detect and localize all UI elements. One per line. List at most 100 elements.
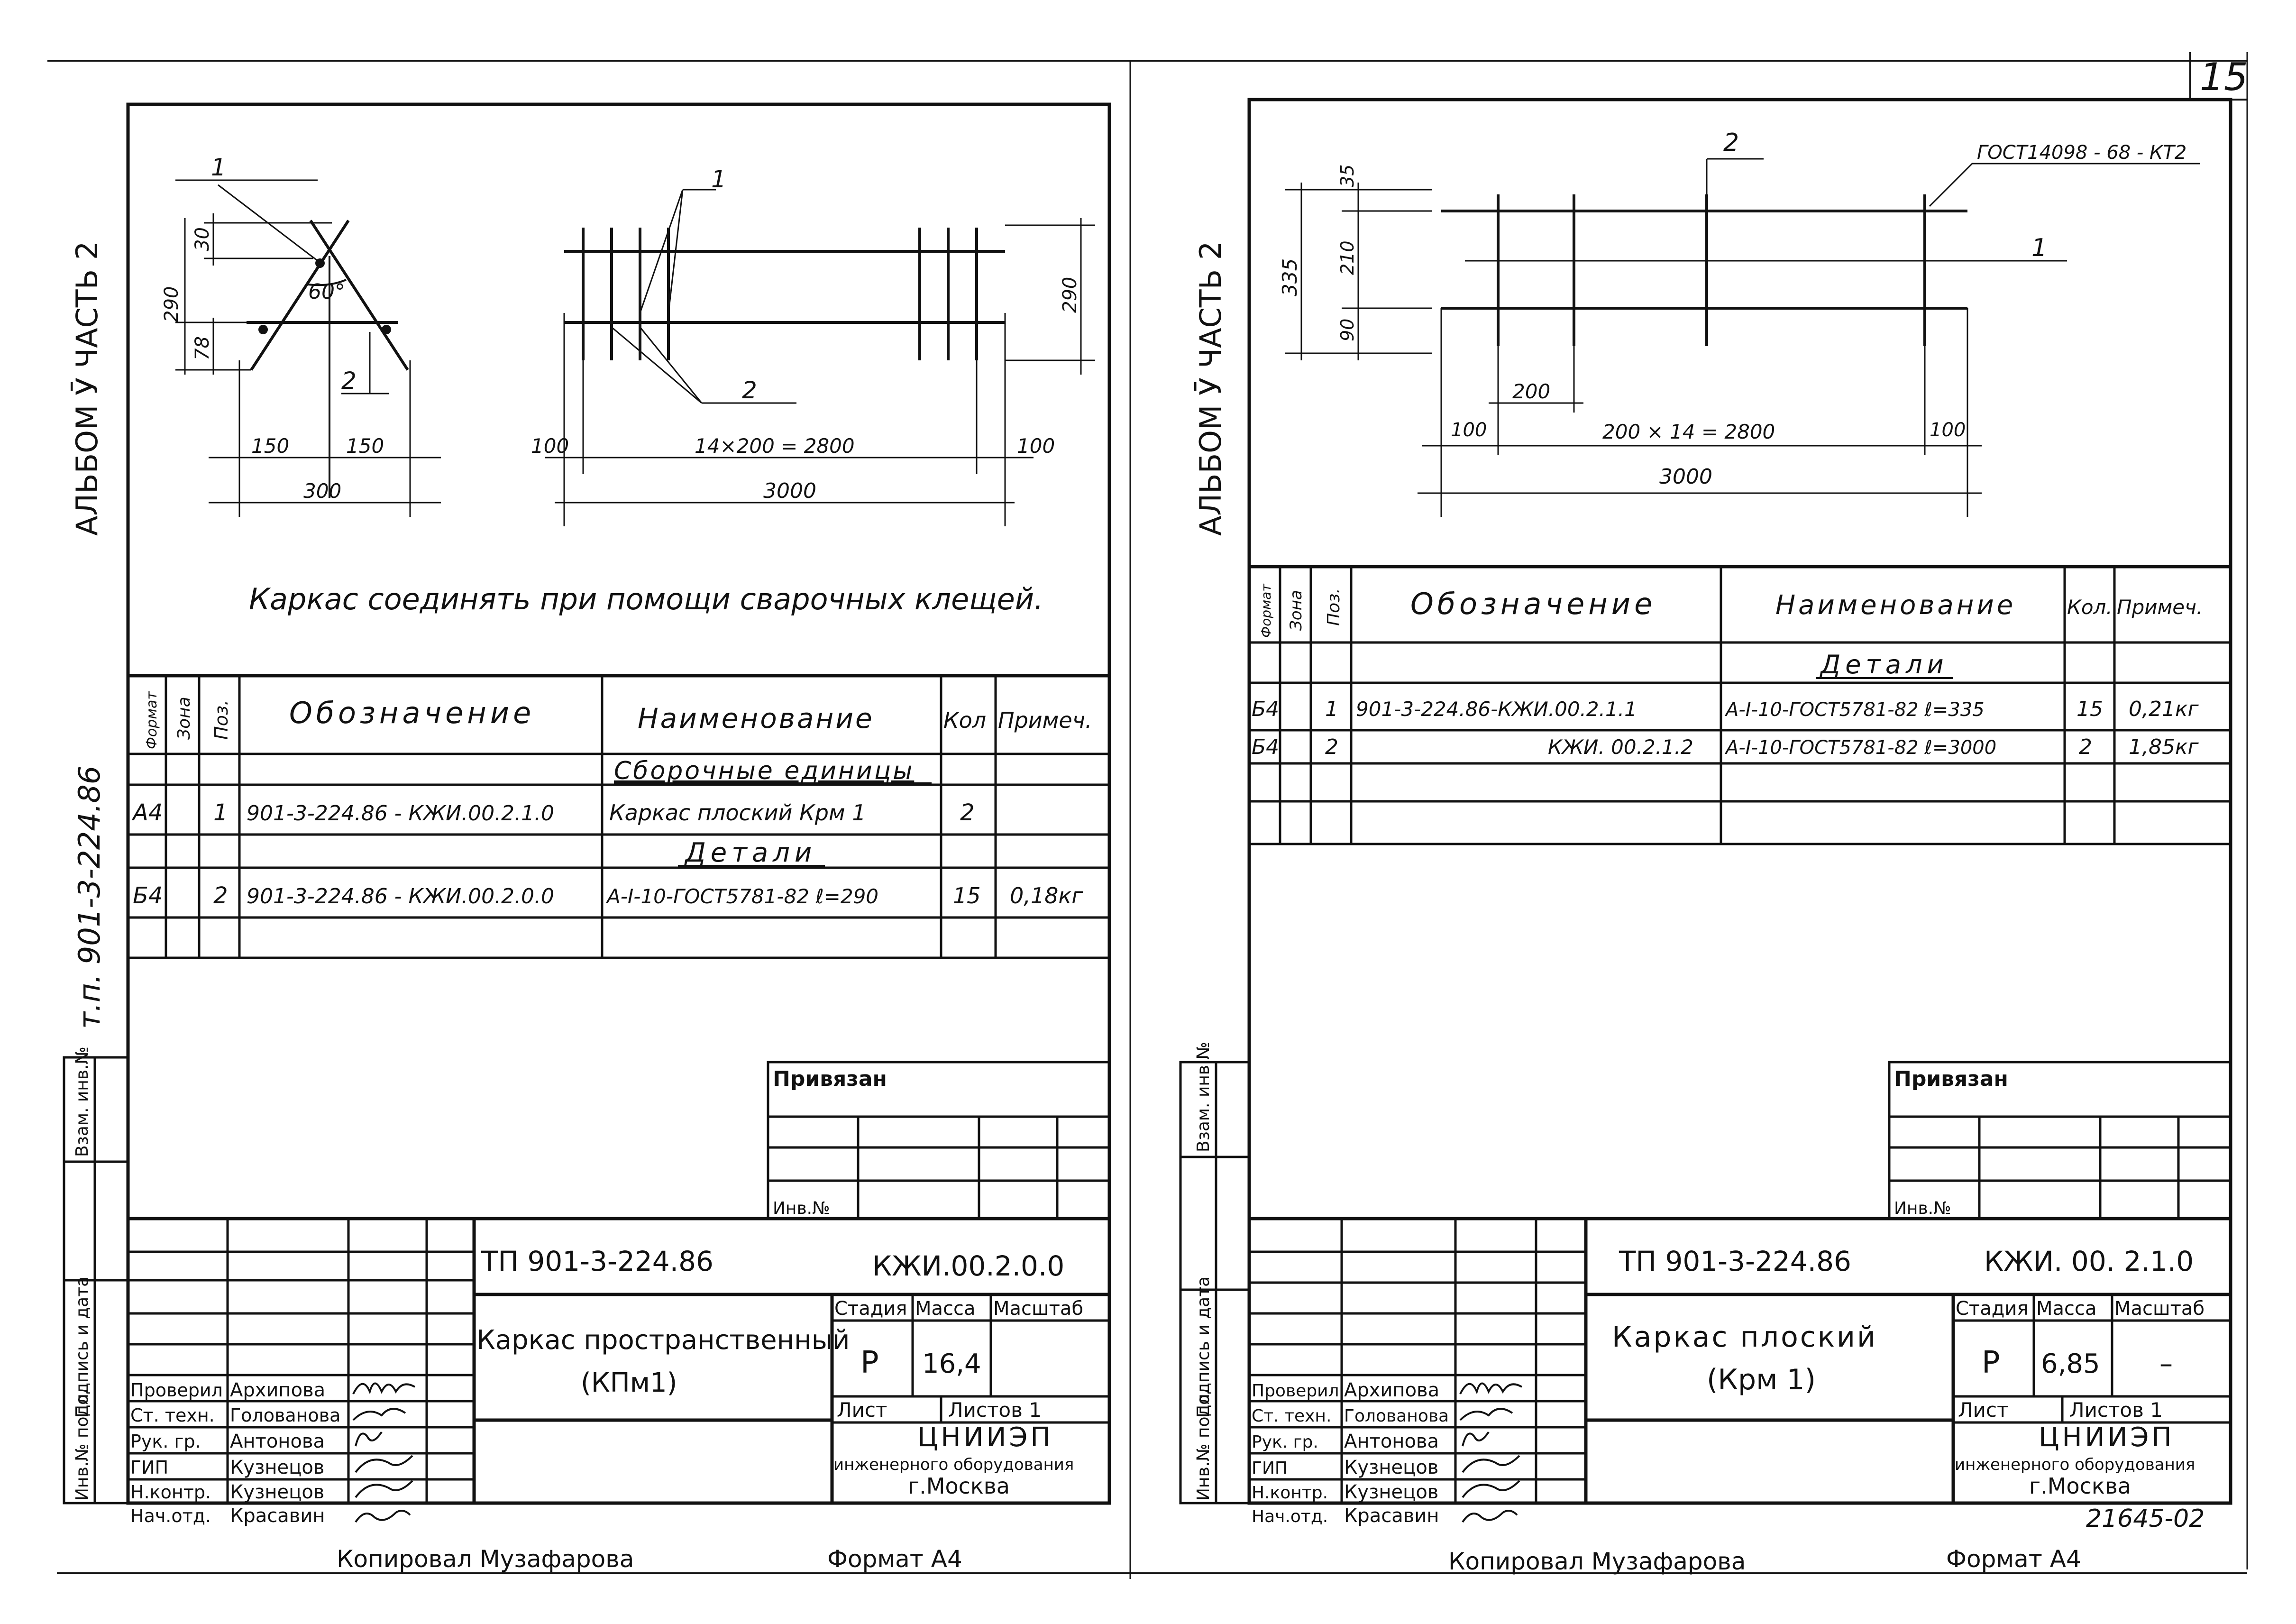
left-signatures xyxy=(352,1382,416,1523)
left-elev-pos1: 1 xyxy=(711,165,726,193)
left-row1-pos: 1 xyxy=(213,799,228,826)
right-stamp-mass-label: Масса xyxy=(2036,1298,2097,1320)
right-hdr-qty: Кол. xyxy=(2067,596,2113,619)
right-row1-qty: 15 xyxy=(2076,697,2103,721)
left-row2-note: 0,18кг xyxy=(1010,883,1083,908)
right-label-pos2: 2 xyxy=(1723,128,1739,157)
left-stamp-code: КЖИ.00.2.0.0 xyxy=(872,1250,1064,1282)
right-row2-qty: 2 xyxy=(2079,735,2092,759)
left-person-name-4: Кузнецов xyxy=(230,1457,324,1478)
left-elevation xyxy=(564,228,1005,360)
left-elev-dim-100a: 100 xyxy=(531,434,569,458)
right-row2-designation: КЖИ. 00.2.1.2 xyxy=(1548,735,1693,759)
left-stamp-scale-label: Масштаб xyxy=(993,1298,1083,1320)
left-row2-name: A-I-10-ГОСТ5781-82 ℓ=290 xyxy=(605,885,878,908)
left-person-name-2: Голованова xyxy=(230,1405,340,1426)
right-row1-pos: 1 xyxy=(1325,697,1338,721)
left-person-role-4: ГИП xyxy=(130,1457,168,1478)
right-dim-3000: 3000 xyxy=(1659,465,1712,489)
right-section-details: Детали xyxy=(1820,650,1948,679)
right-inv-no: Инв.№ xyxy=(1894,1199,1951,1218)
left-row1-qty: 2 xyxy=(960,799,975,826)
right-person-name-4: Кузнецов xyxy=(1344,1457,1438,1478)
left-row2-qty: 15 xyxy=(953,883,981,908)
left-elev-dim-3000: 3000 xyxy=(763,479,816,503)
left-person-name-1: Архипова xyxy=(230,1379,325,1401)
right-elevation-dims xyxy=(1285,158,2200,517)
left-inv-no: Инв.№ xyxy=(773,1199,830,1218)
right-stamp-stage-label: Стадия xyxy=(1956,1298,2028,1320)
right-person-role-1: Проверил xyxy=(1252,1381,1339,1401)
right-side-podpis: Подпись и дата xyxy=(1194,1276,1213,1418)
right-album-label: АЛЬБОМ Ӯ ЧАСТЬ 2 xyxy=(1193,241,1228,536)
left-side-inv-zam: Взам. инв.№ xyxy=(73,1046,92,1157)
right-label-gost: ГОСТ14098 - 68 - КТ2 xyxy=(1977,142,2186,164)
left-dim-300: 300 xyxy=(303,479,341,503)
right-dim-span: 200 × 14 = 2800 xyxy=(1602,420,1775,443)
right-person-role-3: Рук. гр. xyxy=(1252,1432,1318,1452)
left-elev-dim-290: 290 xyxy=(1059,277,1081,313)
right-row2-pos: 2 xyxy=(1325,735,1338,759)
left-row1-designation: 901-3-224.86 - КЖИ.00.2.1.0 xyxy=(247,801,554,826)
left-elev-dim-100b: 100 xyxy=(1017,434,1055,458)
left-person-role-2: Ст. техн. xyxy=(130,1405,215,1426)
right-row1-name: A-I-10-ГОСТ5781-82 ℓ=335 xyxy=(1724,699,1985,721)
right-stamp-scale: – xyxy=(2159,1349,2173,1379)
left-stamp-mass-label: Масса xyxy=(915,1298,976,1320)
left-person-role-6: Нач.отд. xyxy=(130,1505,211,1526)
right-person-name-1: Архипова xyxy=(1344,1379,1439,1401)
left-stamp-org3: г.Москва xyxy=(908,1473,1010,1499)
left-elev-pos2: 2 xyxy=(742,376,757,404)
left-hdr-designation: Обозначение xyxy=(289,696,535,730)
left-dim-150a: 150 xyxy=(251,434,289,458)
right-person-name-3: Антонова xyxy=(1344,1431,1439,1452)
right-footer-copied: Копировал Музафарова xyxy=(1448,1548,1746,1575)
right-stamp-tp: ТП 901-3-224.86 xyxy=(1619,1245,1851,1277)
left-hdr-name: Наименование xyxy=(638,702,874,734)
left-title-block xyxy=(128,1217,1109,1503)
left-stamp-sheets: Листов 1 xyxy=(948,1398,1042,1422)
right-row2-name: A-I-10-ГОСТ5781-82 ℓ=3000 xyxy=(1724,737,1996,759)
right-stamp-org1: ЦНИИЭП xyxy=(2039,1422,2175,1453)
right-footer-format: Формат А4 xyxy=(1946,1545,2081,1573)
right-row1-designation: 901-3-224.86-КЖИ.00.2.1.1 xyxy=(1356,697,1637,721)
right-stamp-org3: г.Москва xyxy=(2029,1473,2131,1499)
left-dim-78: 78 xyxy=(192,336,213,360)
right-dim-335: 335 xyxy=(1278,258,1301,296)
left-stamp-sheet: Лист xyxy=(837,1398,887,1422)
left-footer-format: Формат А4 xyxy=(827,1545,962,1573)
right-row1-format: Б4 xyxy=(1252,697,1279,721)
left-elev-dim-span: 14×200 = 2800 xyxy=(695,434,855,458)
left-sheet: АЛЬБОМ Ӯ ЧАСТЬ 2 т.п. 901-3-224.86 Взам.… xyxy=(63,102,1111,1573)
right-row2-note: 1,85кг xyxy=(2129,735,2199,759)
left-cross-section-dims xyxy=(175,179,441,517)
right-side-inv-zam: Взам. инв.№ xyxy=(1194,1042,1213,1152)
left-hdr-qty: Кол xyxy=(943,707,986,733)
left-cross-section xyxy=(247,220,409,498)
left-sheet-frame xyxy=(126,102,1111,1505)
left-row2-pos: 2 xyxy=(213,882,228,909)
left-dim-30: 30 xyxy=(192,227,213,251)
right-person-role-6: Нач.отд. xyxy=(1252,1507,1328,1526)
right-person-name-2: Голованова xyxy=(1344,1406,1449,1426)
right-label-pos1: 1 xyxy=(2031,234,2047,262)
right-stamp-stage: Р xyxy=(1982,1345,2000,1380)
right-privyazan: Привязан xyxy=(1894,1067,2008,1091)
left-hdr-note: Примеч. xyxy=(998,707,1092,733)
right-signatures xyxy=(1459,1382,1523,1523)
right-title-block xyxy=(1249,1217,2231,1503)
right-dim-200: 200 xyxy=(1512,380,1550,403)
left-row1-name: Каркас плоский Крм 1 xyxy=(609,800,866,826)
right-hdr-name: Наименование xyxy=(1775,590,2016,621)
left-stamp-mass: 16,4 xyxy=(922,1349,981,1379)
right-dim-35: 35 xyxy=(1337,165,1358,187)
left-dim-150b: 150 xyxy=(346,434,384,458)
right-dim-90: 90 xyxy=(1337,319,1358,341)
left-elevation-dims xyxy=(545,189,1095,526)
right-stamp-sheets: Листов 1 xyxy=(2069,1398,2163,1422)
left-spec-table xyxy=(128,674,1109,959)
right-hdr-pos: Поз. xyxy=(1324,588,1344,626)
left-label-pos1: 1 xyxy=(211,154,226,181)
right-person-name-6: Красавин xyxy=(1344,1505,1439,1527)
left-row1-format: А4 xyxy=(131,799,163,826)
